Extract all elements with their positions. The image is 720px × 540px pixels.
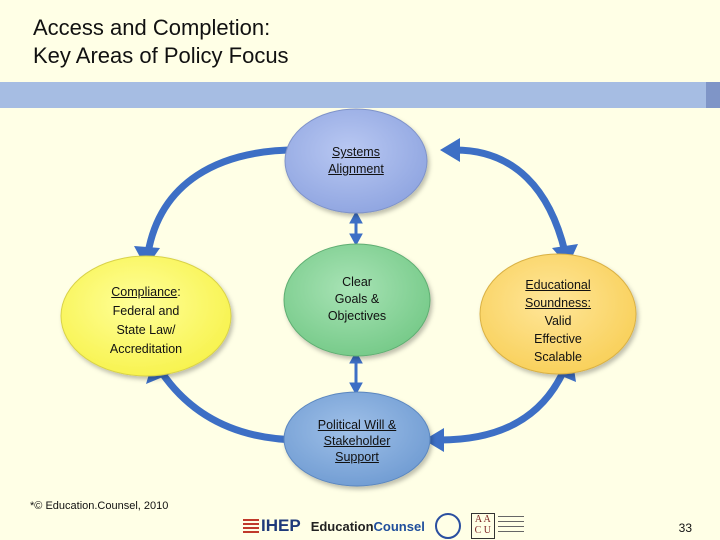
soundness-line-5: Scalable	[534, 350, 582, 364]
arrowhead-8	[424, 428, 444, 452]
arrow-top-left	[144, 146, 309, 257]
label-educational-soundness: Educational Soundness: Valid Effective S…	[498, 276, 618, 366]
label-clear-goals: Clear Goals & Objectives	[297, 274, 417, 325]
node-political-will	[283, 391, 431, 487]
title-line-1: Access and Completion:	[33, 15, 271, 40]
compliance-heading: Compliance	[111, 285, 178, 299]
goals-line-3: Objectives	[327, 309, 387, 323]
soundness-line-2: Soundness:	[524, 296, 592, 310]
aacu-mark: A A C U	[470, 513, 495, 539]
seal-logo	[434, 513, 461, 539]
compliance-line-1: Compliance:	[81, 283, 211, 302]
compliance-colon: :	[177, 285, 181, 299]
goals-line-1: Clear	[342, 275, 372, 289]
soundness-line-1: Educational	[525, 278, 591, 292]
footer-logos: IHEP EducationCounsel A A C U	[243, 513, 524, 539]
goals-line-2: Goals &	[334, 292, 380, 306]
soundness-line-3: Valid	[544, 314, 572, 328]
arrow-bottom-right	[436, 364, 569, 444]
node-systems-alignment	[284, 108, 428, 214]
political-line-3: Support	[335, 450, 379, 464]
political-line-1: Political Will &	[317, 418, 397, 432]
connector-bottom-head-up	[349, 350, 363, 364]
connector-top-head-down	[349, 233, 363, 247]
slide-title: Access and Completion: Key Areas of Poli…	[33, 14, 289, 70]
ihep-logo: IHEP	[243, 516, 301, 536]
copyright-notice: *© Education.Counsel, 2010	[30, 500, 169, 512]
education-counsel-logo: EducationCounsel	[311, 519, 425, 534]
node-educational-soundness	[479, 253, 637, 375]
compliance-line-2: Federal and	[112, 304, 180, 318]
title-band	[0, 82, 720, 108]
label-political-will: Political Will & Stakeholder Support	[292, 417, 422, 465]
label-systems-alignment: Systems Alignment	[296, 144, 416, 178]
ihep-bars-icon	[243, 519, 259, 533]
arrow-top-right	[451, 146, 569, 256]
soundness-line-4: Effective	[534, 332, 582, 346]
page-number: 33	[678, 521, 692, 535]
aacu-wordmark	[497, 516, 524, 536]
title-line-2: Key Areas of Policy Focus	[33, 43, 289, 68]
arrow-bottom-left	[156, 366, 306, 444]
arrowhead-3	[440, 138, 460, 162]
node-compliance	[60, 255, 232, 377]
systems-line-2: Alignment	[328, 162, 384, 176]
ec-text-b: Counsel	[373, 518, 425, 534]
connector-top-head-up	[349, 210, 363, 224]
connector-bottom-head-down	[349, 382, 363, 396]
ihep-logo-text: IHEP	[261, 516, 301, 535]
compliance-line-4: Accreditation	[109, 342, 183, 356]
node-clear-goals	[283, 243, 431, 357]
ec-text-a: Education	[310, 518, 374, 534]
compliance-line-3: State Law/	[116, 323, 176, 337]
aacu-logo: A A C U	[470, 513, 524, 539]
political-line-2: Stakeholder	[323, 434, 391, 448]
title-band-accent	[706, 82, 720, 108]
systems-line-1: Systems	[332, 145, 380, 159]
label-compliance: Compliance: Federal and State Law/ Accre…	[81, 283, 211, 359]
